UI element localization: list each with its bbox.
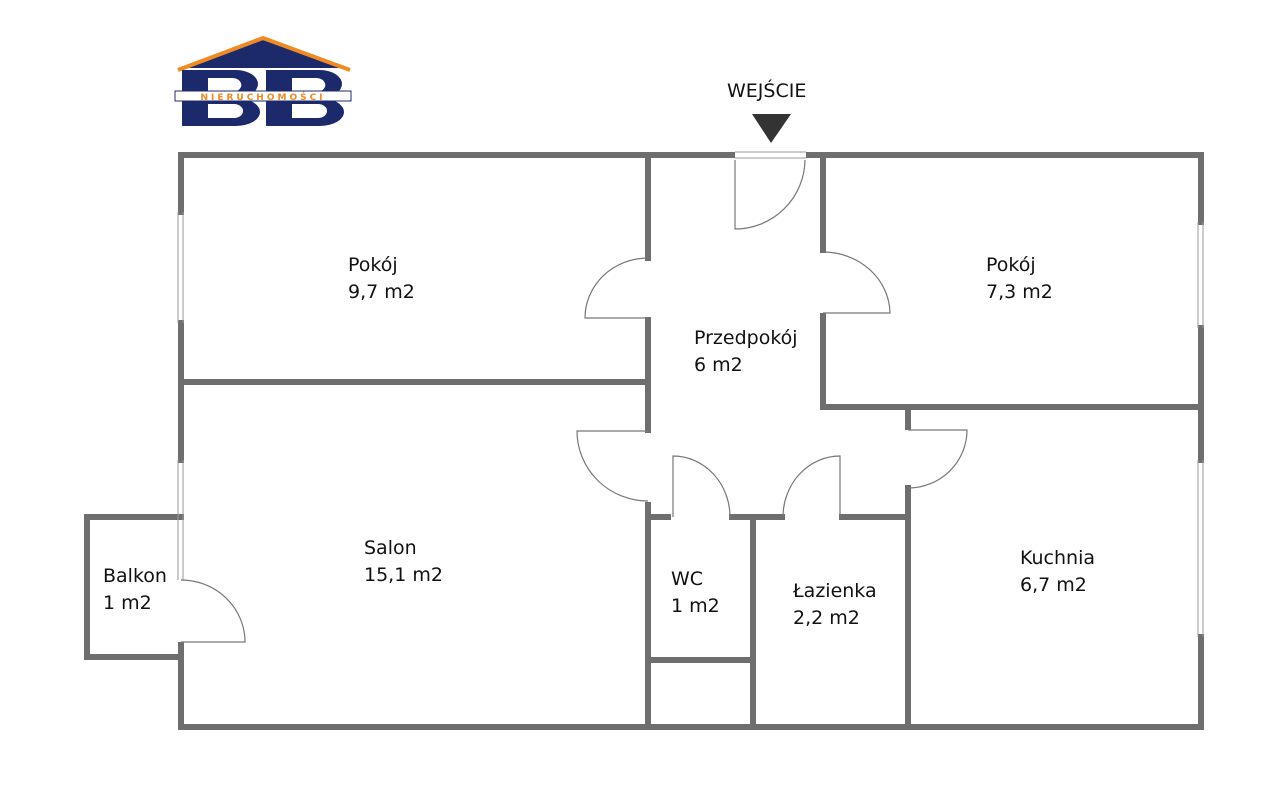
room-label: Łazienka 2,2 m2	[793, 578, 877, 632]
room-name: Pokój	[348, 254, 398, 276]
room-area: 1 m2	[671, 595, 720, 617]
room-name: Przedpokój	[694, 327, 798, 349]
room-name: Salon	[364, 537, 417, 559]
room-area: 15,1 m2	[364, 564, 443, 586]
door-balcony	[180, 579, 246, 643]
logo: NIERUCHOMOŚCI	[174, 35, 352, 126]
door-salon	[576, 430, 649, 502]
door-room1	[584, 257, 649, 319]
room-name: WC	[671, 568, 704, 590]
room-area: 6,7 m2	[1020, 574, 1087, 596]
room-area: 7,3 m2	[986, 281, 1053, 303]
walls	[84, 152, 1204, 730]
room-name: Łazienka	[793, 580, 877, 602]
door-bathroom	[782, 455, 841, 518]
room-name: Pokój	[986, 254, 1036, 276]
entrance-label: WEJŚCIE	[727, 80, 807, 102]
room-area: 1 m2	[103, 592, 152, 614]
room-name: Kuchnia	[1020, 547, 1096, 569]
doors	[180, 159, 968, 643]
entrance-arrow-icon	[752, 114, 791, 143]
door-entrance	[734, 159, 806, 230]
room-name: Balkon	[103, 565, 167, 587]
door-wc	[672, 455, 731, 518]
room-area: 9,7 m2	[348, 281, 415, 303]
svg-text:NIERUCHOMOŚCI: NIERUCHOMOŚCI	[200, 91, 325, 103]
room-label: Przedpokój 6 m2	[694, 325, 798, 379]
door-kitchen	[907, 429, 968, 489]
room-area: 6 m2	[694, 354, 743, 376]
room-label: Salon 15,1 m2	[364, 535, 443, 589]
room-label: Kuchnia 6,7 m2	[1020, 545, 1095, 599]
room-label: Pokój 7,3 m2	[986, 252, 1053, 306]
room-label: Pokój 9,7 m2	[348, 252, 415, 306]
windows	[177, 151, 1204, 637]
room-label: Balkon 1 m2	[103, 563, 167, 617]
room-area: 2,2 m2	[793, 607, 860, 629]
door-room2	[822, 251, 891, 314]
room-label: WC 1 m2	[671, 566, 720, 620]
